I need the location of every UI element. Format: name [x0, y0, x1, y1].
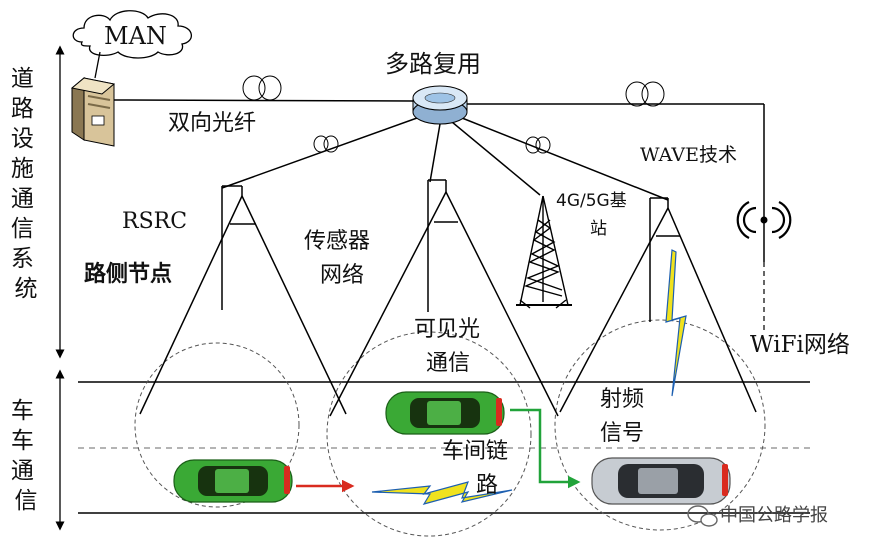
base-station-label: 4G/5G基 站 [556, 191, 632, 239]
sensor-network-label: 传感器 网络 [304, 229, 377, 288]
fiber-coil-icon [313, 135, 339, 153]
fiber-label: 双向光纤 [168, 111, 256, 136]
wave-label: WAVE技术 [640, 144, 737, 166]
wechat-icon [687, 505, 718, 527]
fiber-link [111, 99, 414, 102]
v2v-system-label: 车 车 通 信 [11, 398, 41, 514]
roadside-node-label: 路侧节点 [84, 261, 172, 287]
cloud-link [94, 51, 101, 79]
lightning-bolt-icon [371, 481, 513, 505]
cloud-icon [72, 10, 192, 59]
v2v-link-label: 车间链 路 [442, 439, 515, 498]
vlc-link-arrow [510, 408, 581, 489]
coverage-circle-rsrc [134, 342, 300, 508]
coverage-circle-wave [554, 319, 766, 531]
car-icon [173, 459, 293, 503]
watermark-text: 中国公路学报 [720, 505, 828, 526]
server-icon [70, 76, 116, 147]
multiplexer-hub-icon [412, 85, 468, 125]
fiber-coil-icon [625, 81, 665, 107]
car-icon [591, 457, 731, 505]
wifi-label: WiFi网络 [750, 332, 850, 358]
link-to-sensor [429, 123, 441, 183]
road-system-label: 道 路 设 施 通 信 系 统 [11, 66, 41, 302]
man-label: MAN [104, 22, 167, 50]
link-to-rsrc [221, 117, 418, 189]
fiber-coil-icon [242, 75, 282, 101]
car-icon [385, 391, 505, 435]
cell-tower-icon [516, 195, 572, 309]
multiplex-label: 多路复用 [385, 50, 481, 78]
rsrc-label: RSRC [122, 209, 187, 234]
wifi-antenna-icon [736, 201, 792, 262]
sensor-pole [329, 179, 559, 417]
link-to-wave-node [461, 117, 669, 201]
lightning-bolt-icon [665, 249, 687, 397]
wave-pole [559, 197, 757, 413]
coverage-circle-sensor [326, 331, 532, 537]
rsrc-pole [139, 185, 347, 415]
vlc-label: 可见光 通信 [414, 317, 487, 376]
link-to-tower [451, 121, 541, 196]
rf-signal-label: 射频 信号 [600, 387, 651, 446]
